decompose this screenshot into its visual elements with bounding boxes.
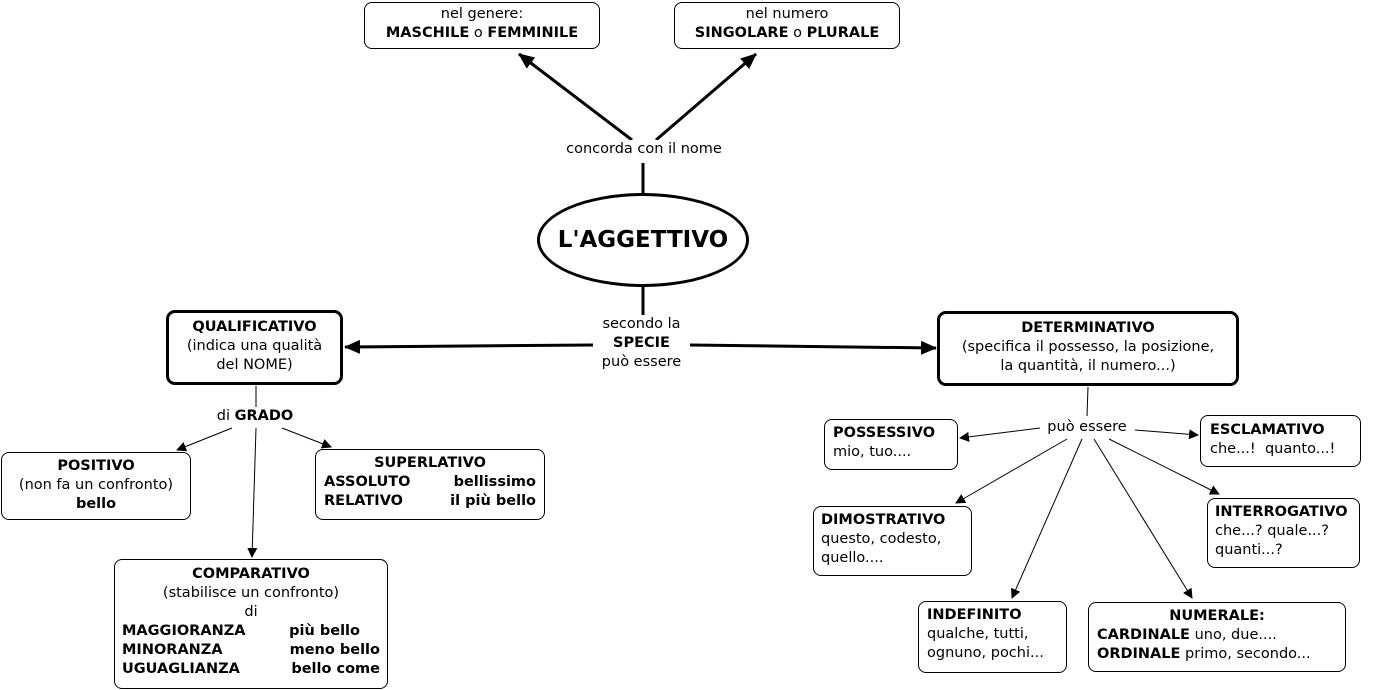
arrow-to-dimostrativo bbox=[955, 438, 1068, 504]
arrow-to-interrogativo bbox=[1108, 438, 1220, 495]
node-gender[interactable]: nel genere: MASCHILE o FEMMINILE bbox=[364, 2, 600, 49]
node-positivo[interactable]: POSITIVO (non fa un confronto) bello bbox=[1, 452, 191, 520]
node-interrogativo[interactable]: INTERROGATIVO che...? quale...? quanti..… bbox=[1207, 498, 1360, 568]
node-determinativo[interactable]: DETERMINATIVO (specifica il possesso, la… bbox=[937, 311, 1239, 386]
arrow-to-numerale bbox=[1093, 438, 1193, 599]
node-indefinito[interactable]: INDEFINITO qualche, tutti, ognuno, pochi… bbox=[918, 601, 1067, 673]
arrow-to-qualificativo bbox=[344, 339, 594, 354]
link-label-degree: di GRADO bbox=[207, 407, 303, 426]
node-comparativo[interactable]: COMPARATIVO (stabilisce un confronto) di… bbox=[114, 559, 388, 689]
node-esclamativo[interactable]: ESCLAMATIVO che...! quanto...! bbox=[1200, 415, 1361, 467]
arrow-to-gender bbox=[518, 52, 633, 142]
arrow-to-determinativo bbox=[689, 340, 937, 355]
arrow-to-possessivo bbox=[959, 427, 1041, 442]
node-number[interactable]: nel numero SINGOLARE o PLURALE bbox=[674, 2, 900, 49]
link-label-determinative: può essere bbox=[1040, 418, 1134, 437]
node-dimostrativo[interactable]: DIMOSTRATIVO questo, codesto, quello.... bbox=[813, 506, 972, 576]
arrow-to-superlativo bbox=[281, 427, 332, 449]
node-possessivo[interactable]: POSSESSIVO mio, tuo.... bbox=[824, 419, 958, 470]
arrow-to-indefinito bbox=[1011, 438, 1083, 599]
node-numerale[interactable]: NUMERALE: CARDINALE uno, due.... ORDINAL… bbox=[1088, 602, 1346, 672]
link-label-agreement: concorda con il nome bbox=[555, 140, 733, 159]
arrow-to-esclamativo bbox=[1134, 429, 1199, 440]
node-title[interactable]: L'AGGETTIVO bbox=[537, 193, 749, 287]
arrow-to-comparativo bbox=[247, 427, 258, 558]
arrow-to-positivo bbox=[176, 427, 233, 452]
link-label-species: secondo la SPECIE può essere bbox=[593, 315, 690, 372]
arrow-to-number bbox=[655, 52, 757, 142]
node-qualificativo[interactable]: QUALIFICATIVO (indica una qualità del NO… bbox=[166, 310, 343, 385]
